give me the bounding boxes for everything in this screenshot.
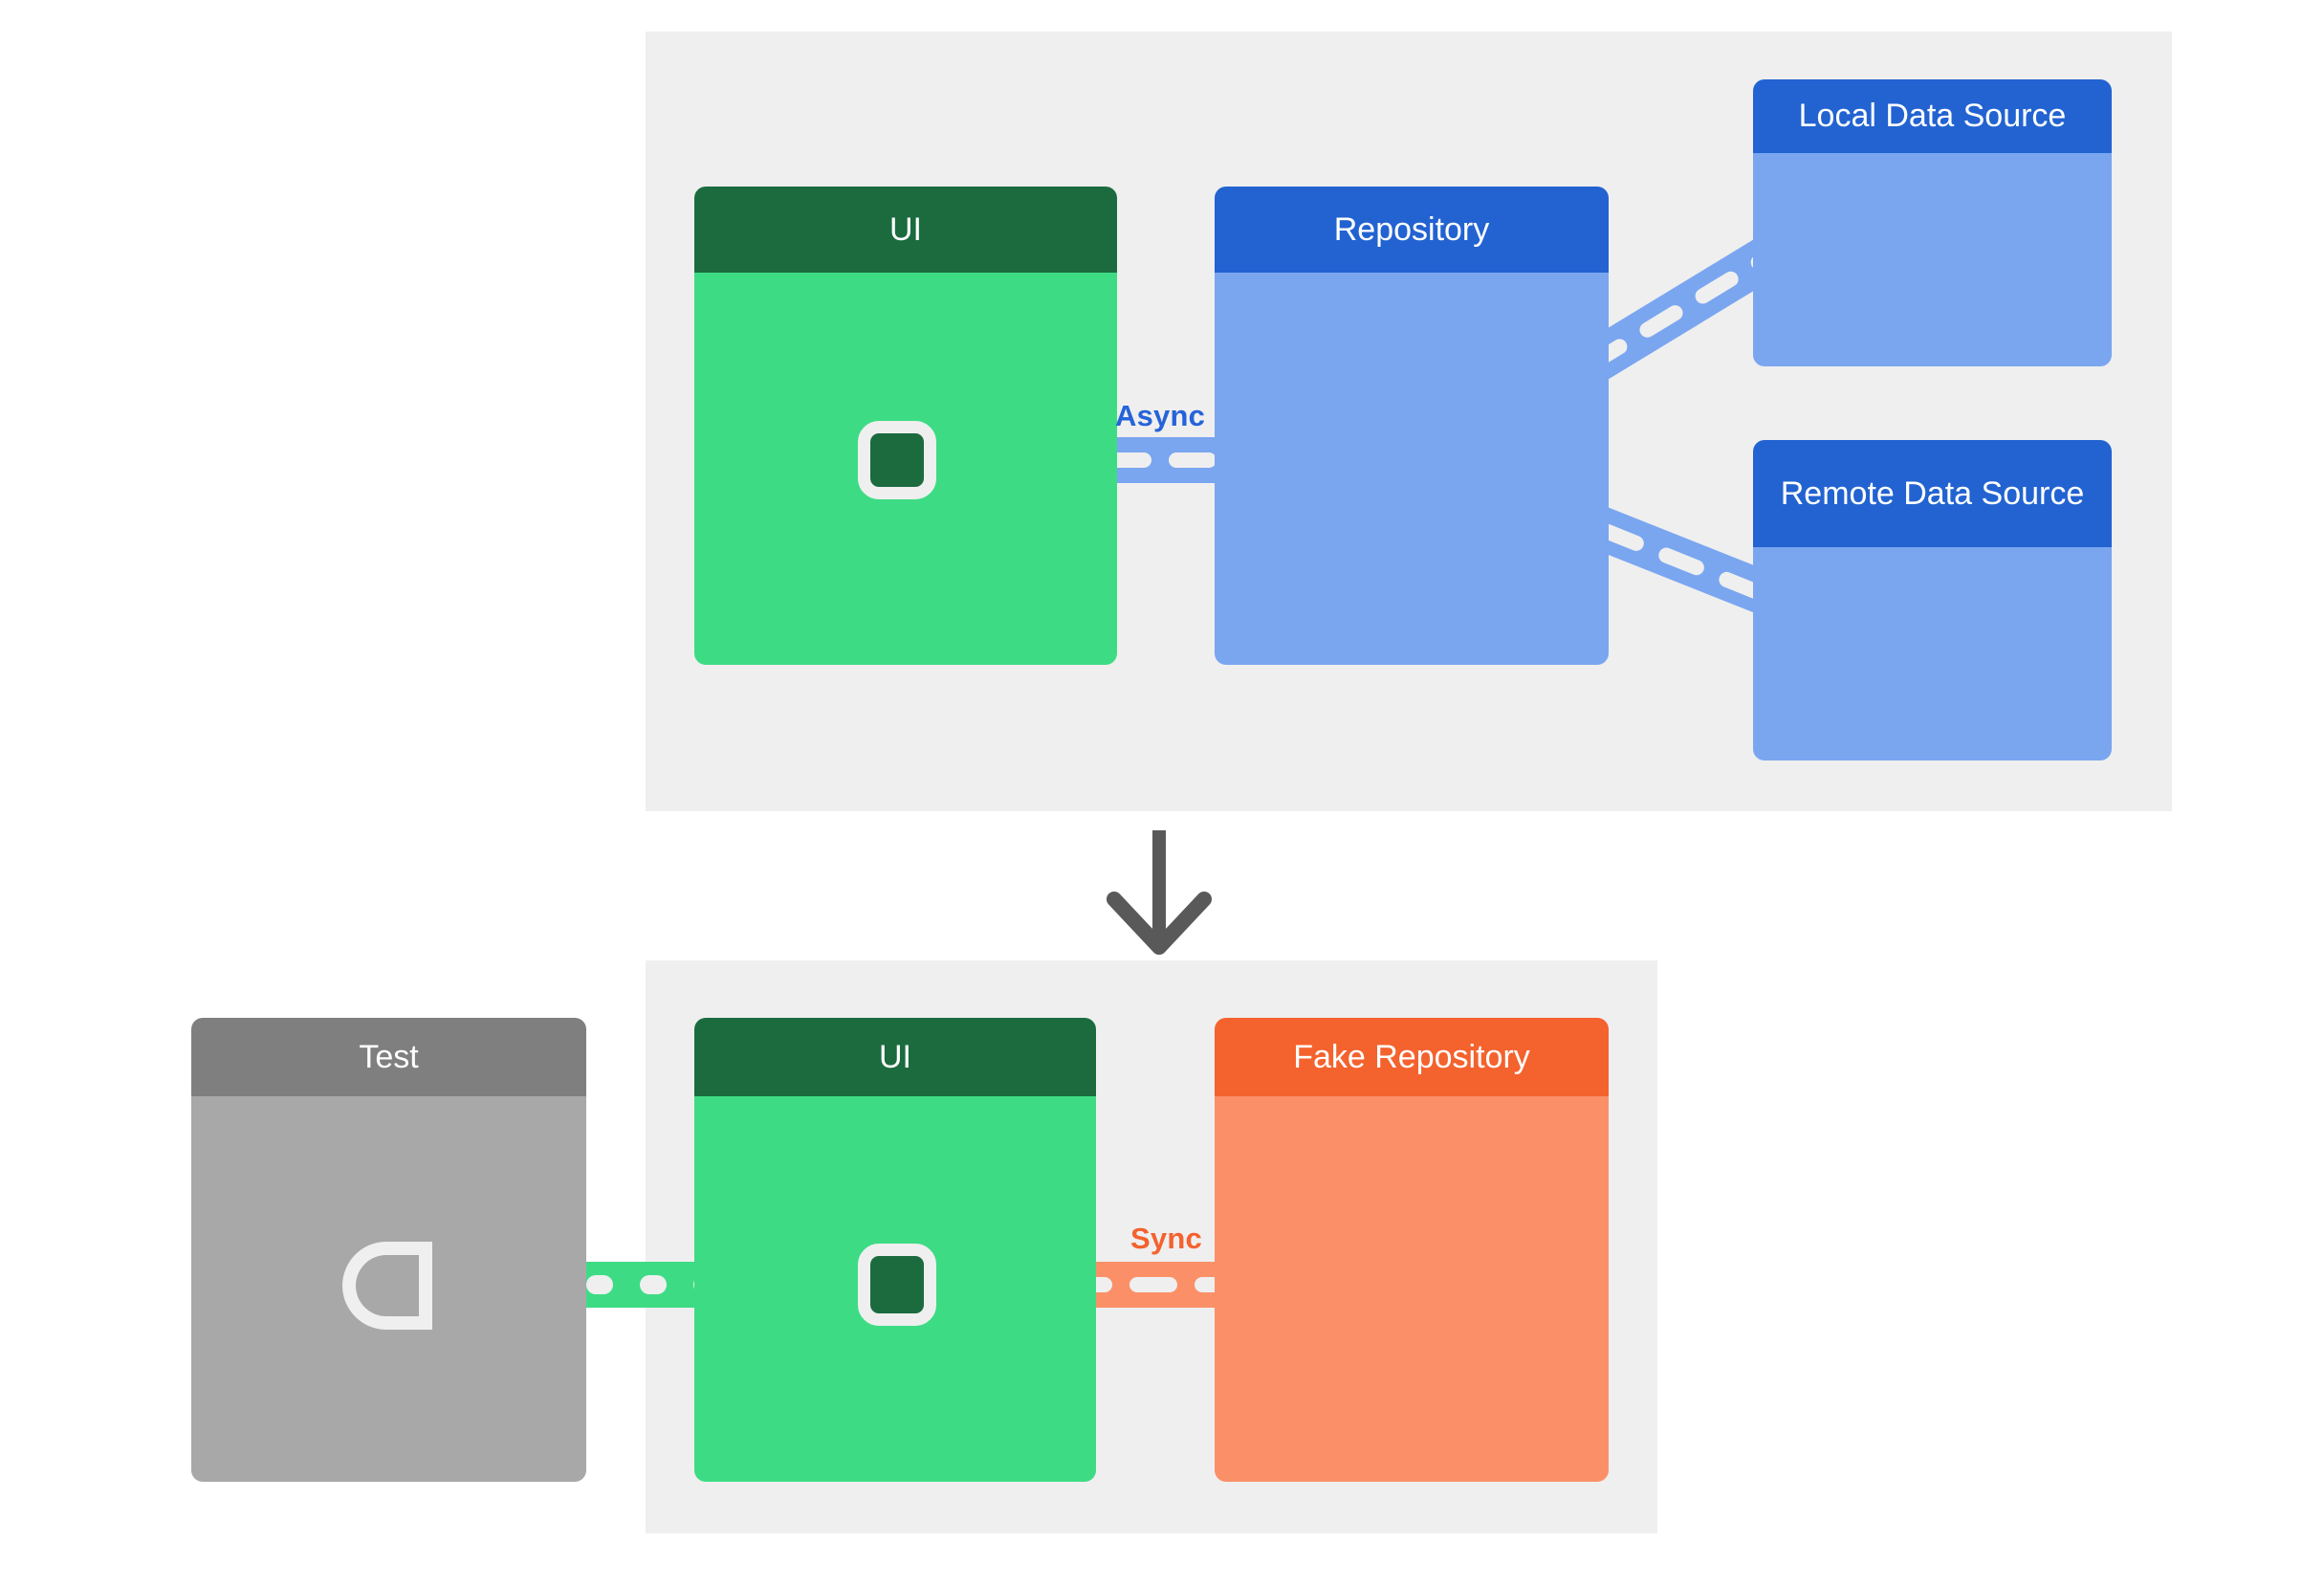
card-title-ui-test: UI <box>694 1018 1096 1096</box>
ui-square-plug-icon <box>858 421 936 499</box>
card-title-ui-production: UI <box>694 187 1117 273</box>
card-body-repository <box>1215 273 1609 665</box>
card-title-local-data-source: Local Data Source <box>1753 79 2112 153</box>
card-ui-production[interactable]: UI <box>694 187 1117 665</box>
card-title-remote-data-source: Remote Data Source <box>1753 440 2112 547</box>
card-body-fake-repository <box>1215 1096 1609 1482</box>
ui-square-plug-icon <box>858 1244 936 1326</box>
card-local-data-source[interactable]: Local Data Source <box>1753 79 2112 366</box>
card-title-repository: Repository <box>1215 187 1609 273</box>
card-title-test: Test <box>191 1018 586 1096</box>
card-remote-data-source[interactable]: Remote Data Source <box>1753 440 2112 760</box>
card-title-fake-repository: Fake Repository <box>1215 1018 1609 1096</box>
card-repository[interactable]: Repository <box>1215 187 1609 665</box>
card-body-remote-data-source <box>1753 547 2112 760</box>
card-fake-repository[interactable]: Fake Repository <box>1215 1018 1609 1482</box>
async-label: Async <box>1115 399 1206 432</box>
sync-label: Sync <box>1130 1222 1202 1255</box>
card-body-local-data-source <box>1753 153 2112 366</box>
down-arrow-icon <box>1107 830 1212 955</box>
